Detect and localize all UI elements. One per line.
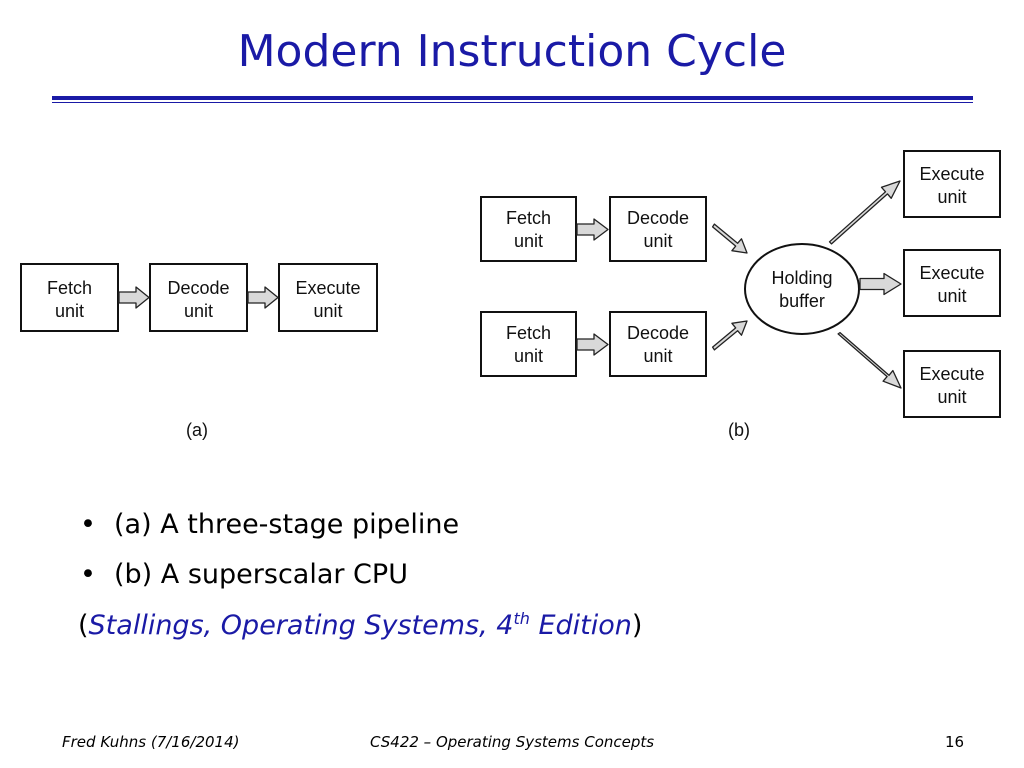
b-decode-unit-1-box [609, 196, 707, 262]
b-fetch-unit-1-sublabel: unit [514, 231, 543, 251]
holding-buffer-sublabel: buffer [779, 291, 825, 311]
footer-page-number: 16 [945, 733, 965, 751]
citation-close-paren: ) [631, 610, 643, 641]
b-decode-to-buffer-arrow-2 [711, 320, 748, 351]
b-fetch-unit-1-label: Fetch [506, 208, 551, 228]
citation-source: Stallings, Operating Systems, 4th Editio… [88, 609, 632, 641]
b-fetch-unit-2-sublabel: unit [514, 346, 543, 366]
b-buffer-to-execute-arrow-2 [859, 272, 902, 296]
a-execute-unit-box [278, 263, 378, 332]
citation-edition: Edition [529, 610, 632, 641]
citation-superscript: th [513, 609, 530, 628]
b-decode-unit-2-box [609, 311, 707, 377]
a-decode-unit-sublabel: unit [184, 301, 213, 321]
footer-course: CS422 – Operating Systems Concepts [370, 733, 655, 751]
bullet-list: (a) A three-stage pipeline (b) A supersc… [78, 500, 459, 600]
b-execute-unit-3-sublabel: unit [937, 387, 966, 407]
a-fetch-to-decode-arrow [118, 286, 150, 309]
b-decode-to-buffer-arrow-1 [711, 223, 748, 254]
a-fetch-unit-box [20, 263, 119, 332]
title-divider-thin [52, 102, 973, 103]
bullet-item-superscalar: (b) A superscalar CPU [78, 550, 459, 600]
footer-author: Fred Kuhns (7/16/2014) [62, 733, 240, 751]
holding-buffer-label: Holding [771, 268, 832, 288]
a-decode-unit-label: Decode [167, 278, 229, 298]
caption-a: (a) [186, 420, 208, 440]
b-fetch-unit-2-label: Fetch [506, 323, 551, 343]
holding-buffer-ellipse [744, 243, 860, 335]
a-decode-unit-box [149, 263, 248, 332]
b-execute-unit-2-sublabel: unit [937, 286, 966, 306]
pipeline-diagram: Fetch unit Decode unit Execute unit (a) … [20, 150, 1001, 440]
b-decode-unit-2-sublabel: unit [643, 346, 672, 366]
b-execute-unit-1-sublabel: unit [937, 187, 966, 207]
bullet-item-pipeline: (a) A three-stage pipeline [78, 500, 459, 550]
diagram-b: Fetch unit Fetch unit Decode unit Decode… [480, 150, 1001, 440]
b-fetch-to-decode-arrow-1 [576, 218, 609, 241]
title-divider [52, 96, 973, 100]
b-fetch-to-decode-arrow-2 [576, 333, 609, 356]
citation-open-paren: ( [78, 610, 89, 641]
b-decode-unit-2-label: Decode [627, 323, 689, 343]
b-fetch-unit-2-box [480, 311, 577, 377]
b-execute-unit-2-label: Execute [919, 263, 984, 283]
b-buffer-to-execute-arrow-1 [828, 180, 901, 245]
citation: (Stallings, Operating Systems, 4th Editi… [78, 597, 642, 648]
b-execute-unit-3-box [903, 350, 1001, 418]
b-decode-unit-1-label: Decode [627, 208, 689, 228]
b-execute-unit-1-box [903, 150, 1001, 218]
diagram-a: Fetch unit Decode unit Execute unit (a) [20, 263, 378, 440]
b-execute-unit-1-label: Execute [919, 164, 984, 184]
b-execute-unit-2-box [903, 249, 1001, 317]
caption-b: (b) [728, 420, 750, 440]
slide-title: Modern Instruction Cycle [237, 26, 787, 77]
a-execute-unit-sublabel: unit [313, 301, 342, 321]
a-fetch-unit-label: Fetch [47, 278, 92, 298]
citation-text: Stallings, Operating Systems, 4 [88, 610, 514, 641]
b-execute-unit-3-label: Execute [919, 364, 984, 384]
a-fetch-unit-sublabel: unit [55, 301, 84, 321]
b-decode-unit-1-sublabel: unit [643, 231, 672, 251]
a-execute-unit-label: Execute [295, 278, 360, 298]
b-buffer-to-execute-arrow-3 [837, 331, 902, 389]
a-decode-to-execute-arrow [247, 286, 279, 309]
b-fetch-unit-1-box [480, 196, 577, 262]
